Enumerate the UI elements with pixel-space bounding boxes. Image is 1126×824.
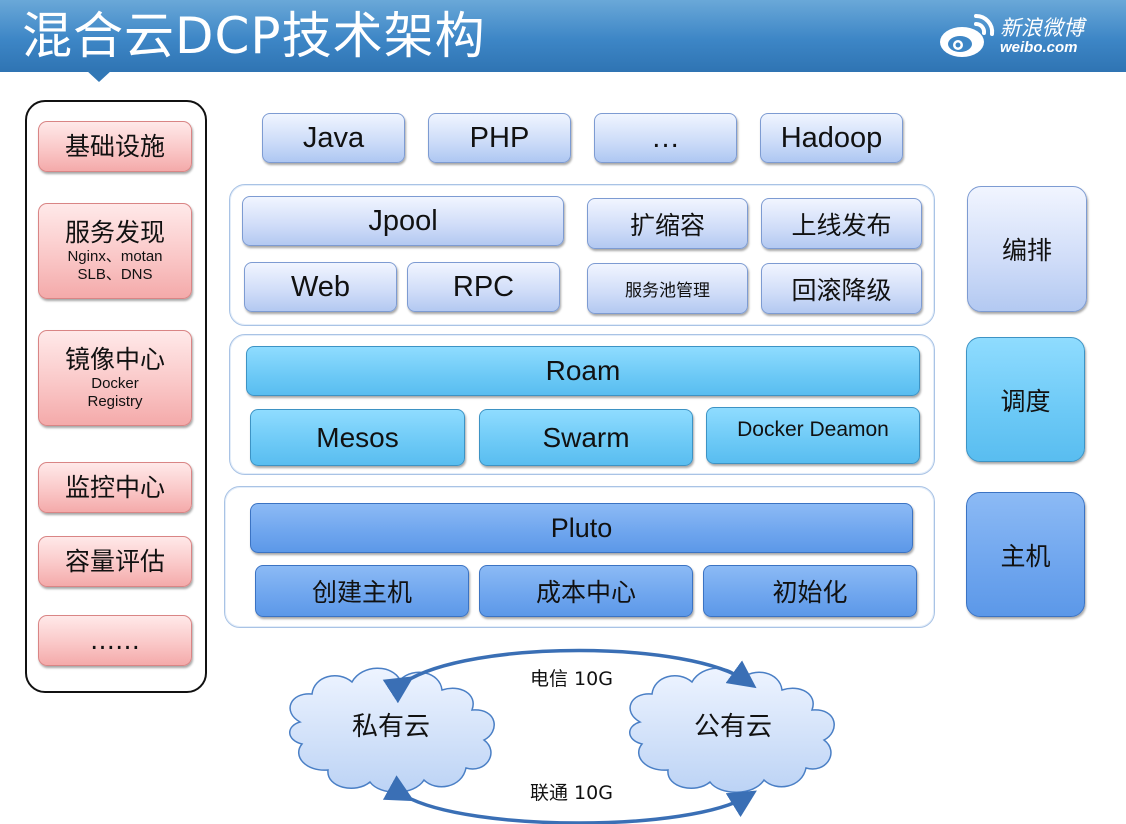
lang-more: … (594, 113, 737, 163)
orch-deploy: 上线发布 (761, 198, 922, 249)
orch-web: Web (244, 262, 397, 312)
sched-docker-daemon: Docker Deamon (706, 407, 920, 464)
weibo-eye-icon (940, 13, 995, 57)
layer-label-scheduling: 调度 (966, 337, 1085, 462)
infra-item-capacity: 容量评估 (38, 536, 192, 587)
host-pluto: Pluto (250, 503, 913, 553)
lang-hadoop: Hadoop (760, 113, 903, 163)
infra-item-monitoring: 监控中心 (38, 462, 192, 513)
orch-scaling: 扩缩容 (587, 198, 748, 249)
header-pointer (86, 70, 112, 82)
infra-item-title: 服务发现 (64, 218, 165, 247)
infra-item-title: …… (90, 625, 140, 655)
orch-rollback: 回滚降级 (761, 263, 922, 314)
weibo-logo: 新浪微博 weibo.com (936, 8, 1116, 64)
infra-item-title: 基础设施 (64, 131, 165, 161)
lang-java: Java (262, 113, 405, 163)
infra-item-service-discovery: 服务发现 Nginx、motan SLB、DNS (38, 203, 192, 299)
page-title: 混合云DCP技术架构 (22, 7, 486, 65)
infra-item-image-registry: 镜像中心 Docker Registry (38, 330, 192, 426)
infra-item-subtitle: Nginx、motan (67, 248, 163, 265)
layer-label-orchestration: 编排 (967, 186, 1087, 312)
infra-item-subtitle: Registry (87, 393, 143, 410)
logo-domain: weibo.com (1000, 39, 1078, 56)
sched-roam: Roam (246, 346, 920, 396)
sched-mesos: Mesos (250, 409, 465, 466)
link-bottom-label: 联通 10G (530, 782, 613, 804)
infra-item-subtitle: Docker (91, 375, 139, 392)
infra-item-title: 监控中心 (64, 472, 165, 502)
private-cloud-label: 私有云 (352, 712, 431, 742)
infra-item-subtitle: SLB、DNS (77, 266, 153, 283)
infra-item-more: …… (38, 615, 192, 666)
host-cost-center: 成本中心 (479, 565, 693, 617)
sched-swarm: Swarm (479, 409, 693, 466)
orch-pool-management: 服务池管理 (587, 263, 748, 314)
layer-label-host: 主机 (966, 492, 1085, 617)
infra-item-title: 容量评估 (64, 546, 165, 576)
link-top-label: 电信 10G (530, 668, 613, 690)
host-initialize: 初始化 (703, 565, 917, 617)
infra-item-title: 镜像中心 (64, 345, 165, 374)
lang-php: PHP (428, 113, 571, 163)
public-cloud-label: 公有云 (694, 712, 773, 742)
host-create: 创建主机 (255, 565, 469, 617)
infra-item-facilities: 基础设施 (38, 121, 192, 172)
orch-rpc: RPC (407, 262, 560, 312)
logo-name: 新浪微博 (1000, 16, 1084, 40)
orch-jpool: Jpool (242, 196, 564, 246)
header-bar: 混合云DCP技术架构 新浪微博 weibo.com (0, 0, 1126, 72)
